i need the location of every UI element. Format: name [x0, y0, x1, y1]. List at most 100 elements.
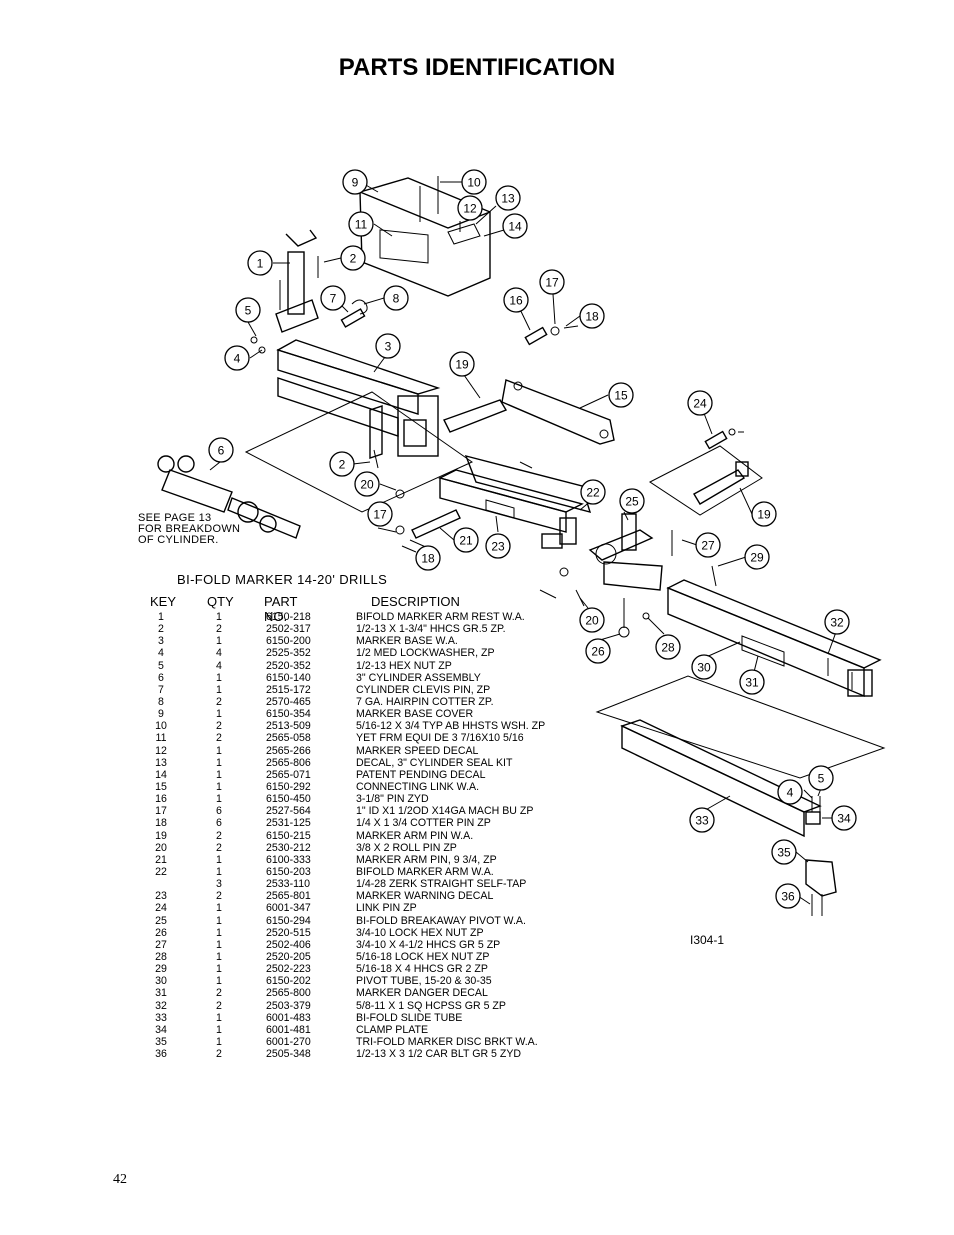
balloon: 5 — [808, 765, 834, 791]
part-qty: 2 — [216, 841, 222, 854]
header-description: DESCRIPTION — [371, 594, 460, 609]
ground-plane-left — [244, 391, 474, 513]
balloon: 12 — [457, 195, 483, 221]
link-pin-shape — [524, 326, 548, 346]
balloon-label: 34 — [837, 812, 851, 826]
part-key: 34 — [155, 1023, 167, 1036]
part-key: 13 — [155, 756, 167, 769]
part-key: 20 — [155, 841, 167, 854]
balloon: 17 — [539, 269, 565, 295]
part-number: 2525-352 — [266, 647, 311, 660]
note-line: OF CYLINDER. — [138, 534, 219, 546]
page-title: PARTS IDENTIFICATION — [338, 54, 616, 81]
part-qty: 1 — [216, 1035, 222, 1048]
balloon: 7 — [320, 285, 346, 311]
part-number: 2533-110 — [266, 878, 310, 891]
part-description: MARKER WARNING DECAL — [356, 890, 494, 903]
balloon: 22 — [580, 479, 606, 505]
part-qty: 1 — [216, 611, 222, 623]
part-description: 5/16-12 X 3/4 TYP AB HHSTS WSH. ZP — [356, 720, 546, 733]
part-qty: 3 — [216, 878, 222, 891]
part-key: 19 — [155, 829, 167, 842]
warning-decal-shape — [485, 499, 515, 519]
part-key: 27 — [155, 938, 167, 951]
part-description: 3" CYLINDER ASSEMBLY — [356, 671, 481, 684]
part-number: 2565-266 — [266, 744, 311, 757]
part-key: 17 — [155, 805, 167, 818]
balloon: 13 — [495, 185, 521, 211]
part-qty: 2 — [216, 890, 222, 903]
balloon-label: 19 — [455, 358, 469, 372]
balloon: 11 — [348, 211, 374, 237]
part-number: 2565-071 — [266, 768, 311, 781]
balloon: 20 — [354, 471, 380, 497]
balloon-label: 17 — [545, 276, 559, 290]
part-qty: 4 — [216, 659, 222, 672]
part-key: 30 — [155, 975, 167, 988]
balloon-label: 1 — [257, 257, 264, 271]
part-qty: 1 — [216, 671, 222, 684]
part-number: 6150-203 — [266, 865, 311, 878]
part-description: BI-FOLD SLIDE TUBE — [356, 1011, 463, 1024]
part-qty: 2 — [216, 999, 222, 1012]
part-key: 16 — [155, 793, 167, 806]
balloon-label: 20 — [585, 614, 599, 628]
balloon: 30 — [691, 654, 717, 680]
balloon: 34 — [831, 805, 857, 831]
part-description: 5/16-18 LOCK HEX NUT ZP — [356, 950, 490, 963]
balloon: 27 — [695, 532, 721, 558]
part-key: 3 — [158, 635, 164, 648]
marker-arm-pin-shape — [693, 469, 746, 505]
part-number: 6001-347 — [266, 902, 311, 915]
balloon-label: 5 — [245, 304, 252, 318]
clevis-pin-shape — [340, 308, 366, 328]
part-qty: 1 — [216, 950, 222, 963]
balloon: 35 — [771, 839, 797, 865]
marker-arm-pin-shape — [443, 399, 508, 433]
part-number: 2520-515 — [266, 926, 311, 939]
part-key: 4 — [158, 647, 164, 660]
balloon: 24 — [687, 390, 713, 416]
part-key: 9 — [158, 708, 164, 721]
part-qty: 2 — [216, 732, 222, 745]
part-key: 21 — [155, 853, 167, 866]
link-pin-shape — [704, 430, 728, 450]
bifold-marker-arm-shape — [438, 454, 592, 549]
part-key: 32 — [155, 999, 167, 1012]
balloon-label: 8 — [393, 292, 400, 306]
balloon: 2 — [340, 245, 366, 271]
balloon: 14 — [502, 213, 528, 239]
balloon-label: 13 — [501, 192, 515, 206]
part-description: 5/16-18 X 4 HHCS GR 2 ZP — [356, 963, 488, 976]
balloon-label: 11 — [355, 218, 368, 232]
part-key: 24 — [155, 902, 167, 915]
page-number: 42 — [113, 1172, 127, 1187]
part-key: 22 — [155, 865, 167, 878]
connecting-link-shape — [501, 379, 615, 445]
part-description: YET FRM EQUI DE 3 7/16X10 5/16 — [356, 732, 524, 745]
part-qty: 1 — [216, 708, 222, 721]
part-key: 26 — [155, 926, 167, 939]
part-description: 5/8-11 X 1 SQ HCPSS GR 5 ZP — [356, 999, 506, 1012]
part-description: CONNECTING LINK W.A. — [356, 780, 480, 793]
balloon-label: 9 — [352, 176, 359, 190]
balloon: 26 — [585, 638, 611, 664]
part-description: CLAMP PLATE — [356, 1023, 429, 1036]
part-description: 1/4 X 1 3/4 COTTER PIN ZP — [356, 817, 491, 830]
balloon: 28 — [655, 634, 681, 660]
balloon-label: 24 — [693, 397, 707, 411]
part-key: 12 — [155, 744, 167, 757]
balloon: 21 — [453, 527, 479, 553]
balloon-label: 32 — [830, 616, 844, 630]
part-key: 36 — [155, 1048, 167, 1061]
balloon-label: 4 — [234, 352, 241, 366]
part-number: 2565-058 — [266, 732, 311, 745]
balloon: 15 — [608, 382, 634, 408]
part-number: 2520-352 — [266, 659, 311, 672]
part-key: 28 — [155, 950, 167, 963]
balloon: 2 — [329, 451, 355, 477]
balloon: 18 — [579, 303, 605, 329]
balloon-label: 25 — [625, 495, 639, 509]
balloon-label: 28 — [661, 641, 675, 655]
part-number: 2565-801 — [266, 890, 311, 903]
